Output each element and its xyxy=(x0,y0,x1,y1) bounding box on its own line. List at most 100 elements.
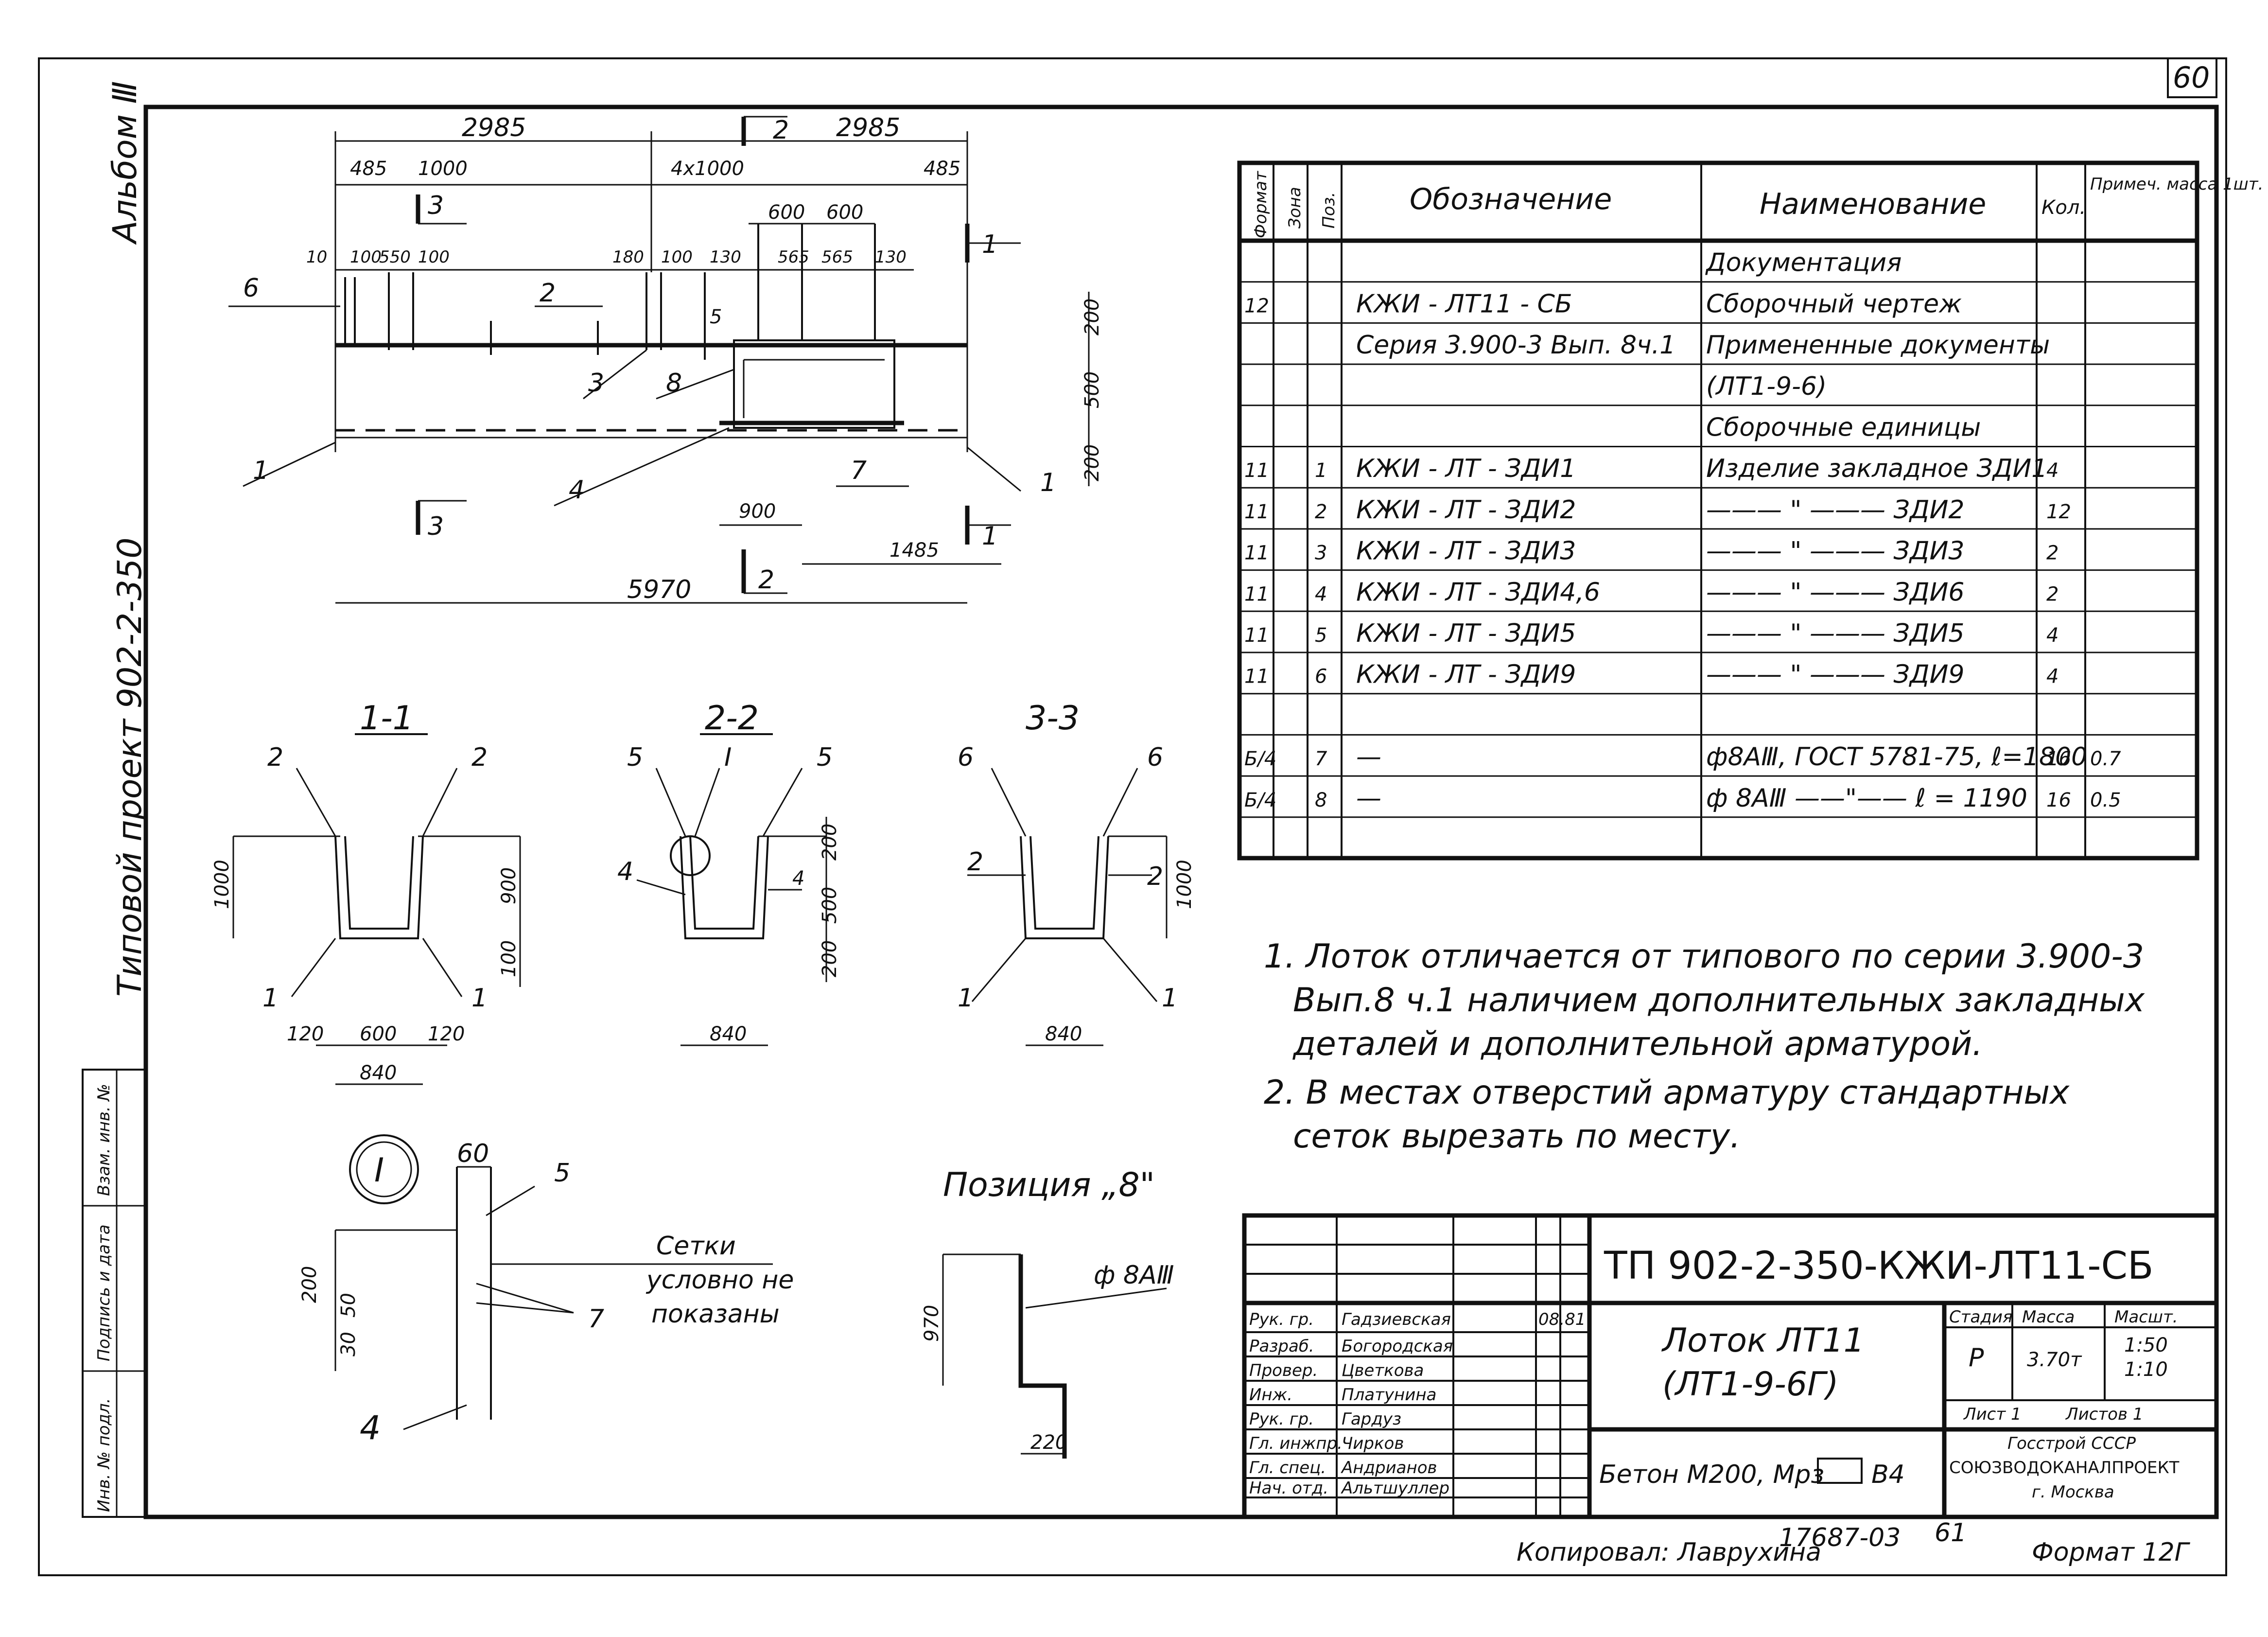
svg-text:1: 1 xyxy=(958,984,974,1013)
svg-text:900: 900 xyxy=(498,867,520,904)
svg-text:200: 200 xyxy=(819,824,841,861)
svg-text:5970: 5970 xyxy=(627,575,691,604)
spec-cell: КЖИ - ЛТ11 - СБ xyxy=(1356,289,1572,318)
svg-text:1:10: 1:10 xyxy=(2124,1358,2168,1381)
svg-text:7: 7 xyxy=(588,1304,604,1334)
svg-text:Сетки: Сетки xyxy=(656,1232,736,1261)
svg-text:120: 120 xyxy=(428,1023,465,1045)
svg-text:1000: 1000 xyxy=(211,860,233,909)
svg-text:показаны: показаны xyxy=(651,1300,780,1329)
svg-text:100: 100 xyxy=(661,247,693,267)
svg-text:2: 2 xyxy=(1147,862,1163,891)
svg-text:1:50: 1:50 xyxy=(2124,1334,2168,1356)
spec-cell: 2 xyxy=(2046,583,2059,605)
spec-cell: Сборочные единицы xyxy=(1706,413,1981,442)
svg-text:120: 120 xyxy=(287,1023,324,1045)
spec-cell: Примененные документы xyxy=(1706,331,2050,360)
spec-cell: ф8АⅢ, ГОСТ 5781-75, ℓ=1800 xyxy=(1706,742,2087,772)
section-3-3: 3-3 1000 840 6 6 2 2 1 1 xyxy=(958,699,1196,1046)
svg-text:1485: 1485 xyxy=(890,539,939,562)
project-label: Типовой проект 902-2-350 xyxy=(111,537,149,997)
svg-text:600: 600 xyxy=(360,1023,397,1045)
svg-text:Вып.8 ч.1 наличием дополнитель: Вып.8 ч.1 наличием дополнительных заклад… xyxy=(1293,981,2145,1020)
svg-text:200: 200 xyxy=(298,1266,321,1303)
spec-cell: ——— " ——— ЗДИ9 xyxy=(1706,660,1964,689)
spec-cell: Сборочный чертеж xyxy=(1706,289,1962,318)
svg-text:5: 5 xyxy=(710,306,722,328)
spec-cell: — xyxy=(1356,784,1381,813)
spec-cell: 11 xyxy=(1244,501,1269,523)
svg-text:4: 4 xyxy=(617,857,633,886)
title-role-cell: Рук. гр. xyxy=(1249,1409,1314,1429)
svg-text:Инв. № подл.: Инв. № подл. xyxy=(94,1398,114,1512)
spec-cell: ——— " ——— ЗДИ2 xyxy=(1706,495,1964,525)
spec-cell: 11 xyxy=(1244,583,1269,605)
svg-text:1: 1 xyxy=(253,456,269,485)
spec-cell: 1 xyxy=(1315,459,1327,482)
spec-cell: Б/4 xyxy=(1244,748,1276,770)
position-8: Позиция „8" 970 220 ф 8АⅢ xyxy=(921,1166,1174,1459)
spec-cell: 6 xyxy=(1315,666,1327,688)
detail-I: I 200 50 30 60 5 7 4 Сетки условно не по… xyxy=(298,1134,794,1447)
svg-text:I: I xyxy=(374,1151,384,1190)
spec-cell: 3 xyxy=(1315,542,1327,564)
title-role-cell: 08.81 xyxy=(1538,1310,1586,1329)
svg-text:6: 6 xyxy=(243,274,259,303)
spec-cell: ф 8АⅢ ——"—— ℓ = 1190 xyxy=(1706,784,2027,813)
svg-text:130: 130 xyxy=(875,247,907,267)
svg-text:100: 100 xyxy=(350,247,382,267)
svg-text:1: 1 xyxy=(1040,468,1056,497)
svg-text:200: 200 xyxy=(819,940,841,977)
svg-text:61: 61 xyxy=(1935,1518,1967,1548)
svg-text:600: 600 xyxy=(768,201,805,224)
spec-cell: — xyxy=(1356,742,1381,772)
svg-text:Подпись и дата: Подпись и дата xyxy=(94,1224,114,1361)
svg-text:180: 180 xyxy=(612,247,644,267)
plan-view: 2985 2985 485 1000 4х1000 485 600 600 10… xyxy=(228,113,1103,604)
svg-text:200: 200 xyxy=(1081,444,1103,481)
album-label: Альбом Ⅲ xyxy=(106,81,144,245)
spec-cell: (ЛТ1-9-6) xyxy=(1706,372,1827,401)
svg-text:840: 840 xyxy=(360,1062,397,1084)
svg-text:565: 565 xyxy=(821,247,853,267)
svg-text:2. В местах отверстий арматуру: 2. В местах отверстий арматуру стандартн… xyxy=(1264,1074,2070,1112)
inner-frame xyxy=(143,105,2219,1519)
svg-text:130: 130 xyxy=(710,247,741,267)
svg-text:2-2: 2-2 xyxy=(705,699,759,738)
svg-text:2: 2 xyxy=(967,847,983,877)
title-role-cell: Гл. спец. xyxy=(1249,1458,1326,1478)
svg-text:500: 500 xyxy=(819,887,841,924)
svg-text:1: 1 xyxy=(982,522,998,551)
spec-cell: КЖИ - ЛТ - ЗДИ5 xyxy=(1356,619,1576,648)
spec-cell: КЖИ - ЛТ - ЗДИ9 xyxy=(1356,660,1576,689)
svg-text:В4: В4 xyxy=(1871,1460,1905,1489)
sheet-number: 60 xyxy=(2173,61,2210,95)
spec-cell: 11 xyxy=(1244,624,1269,647)
spec-cell: 16 xyxy=(2046,789,2071,811)
svg-text:Масшт.: Масшт. xyxy=(2114,1307,2178,1327)
svg-text:840: 840 xyxy=(1045,1023,1082,1045)
svg-text:Р: Р xyxy=(1969,1343,1984,1373)
svg-text:485: 485 xyxy=(350,158,387,180)
title-role-cell: Чирков xyxy=(1342,1434,1404,1453)
svg-text:Зона: Зона xyxy=(1285,187,1305,229)
svg-text:2: 2 xyxy=(540,279,556,308)
svg-text:I: I xyxy=(724,743,732,772)
svg-text:Стадия: Стадия xyxy=(1949,1307,2012,1327)
svg-text:1: 1 xyxy=(262,984,279,1013)
svg-text:Копировал: Лаврухина: Копировал: Лаврухина xyxy=(1517,1538,1821,1567)
title-role-cell: Альтшуллер xyxy=(1341,1479,1449,1498)
svg-text:3: 3 xyxy=(588,369,604,398)
svg-text:сеток вырезать по месту.: сеток вырезать по месту. xyxy=(1293,1117,1741,1156)
svg-text:50: 50 xyxy=(337,1293,360,1318)
svg-text:565: 565 xyxy=(778,247,809,267)
svg-text:3: 3 xyxy=(428,512,444,541)
svg-text:1. Лоток отличается от типовог: 1. Лоток отличается от типового по серии… xyxy=(1264,937,2144,976)
svg-text:600: 600 xyxy=(826,201,863,224)
spec-cell: 8 xyxy=(1315,789,1327,811)
svg-text:1: 1 xyxy=(471,984,488,1013)
section-2-2: 2-2 200 500 200 840 5 I 5 4 4 xyxy=(617,699,841,1046)
svg-text:Формат: Формат xyxy=(1251,171,1271,238)
svg-text:4х1000: 4х1000 xyxy=(671,158,744,180)
